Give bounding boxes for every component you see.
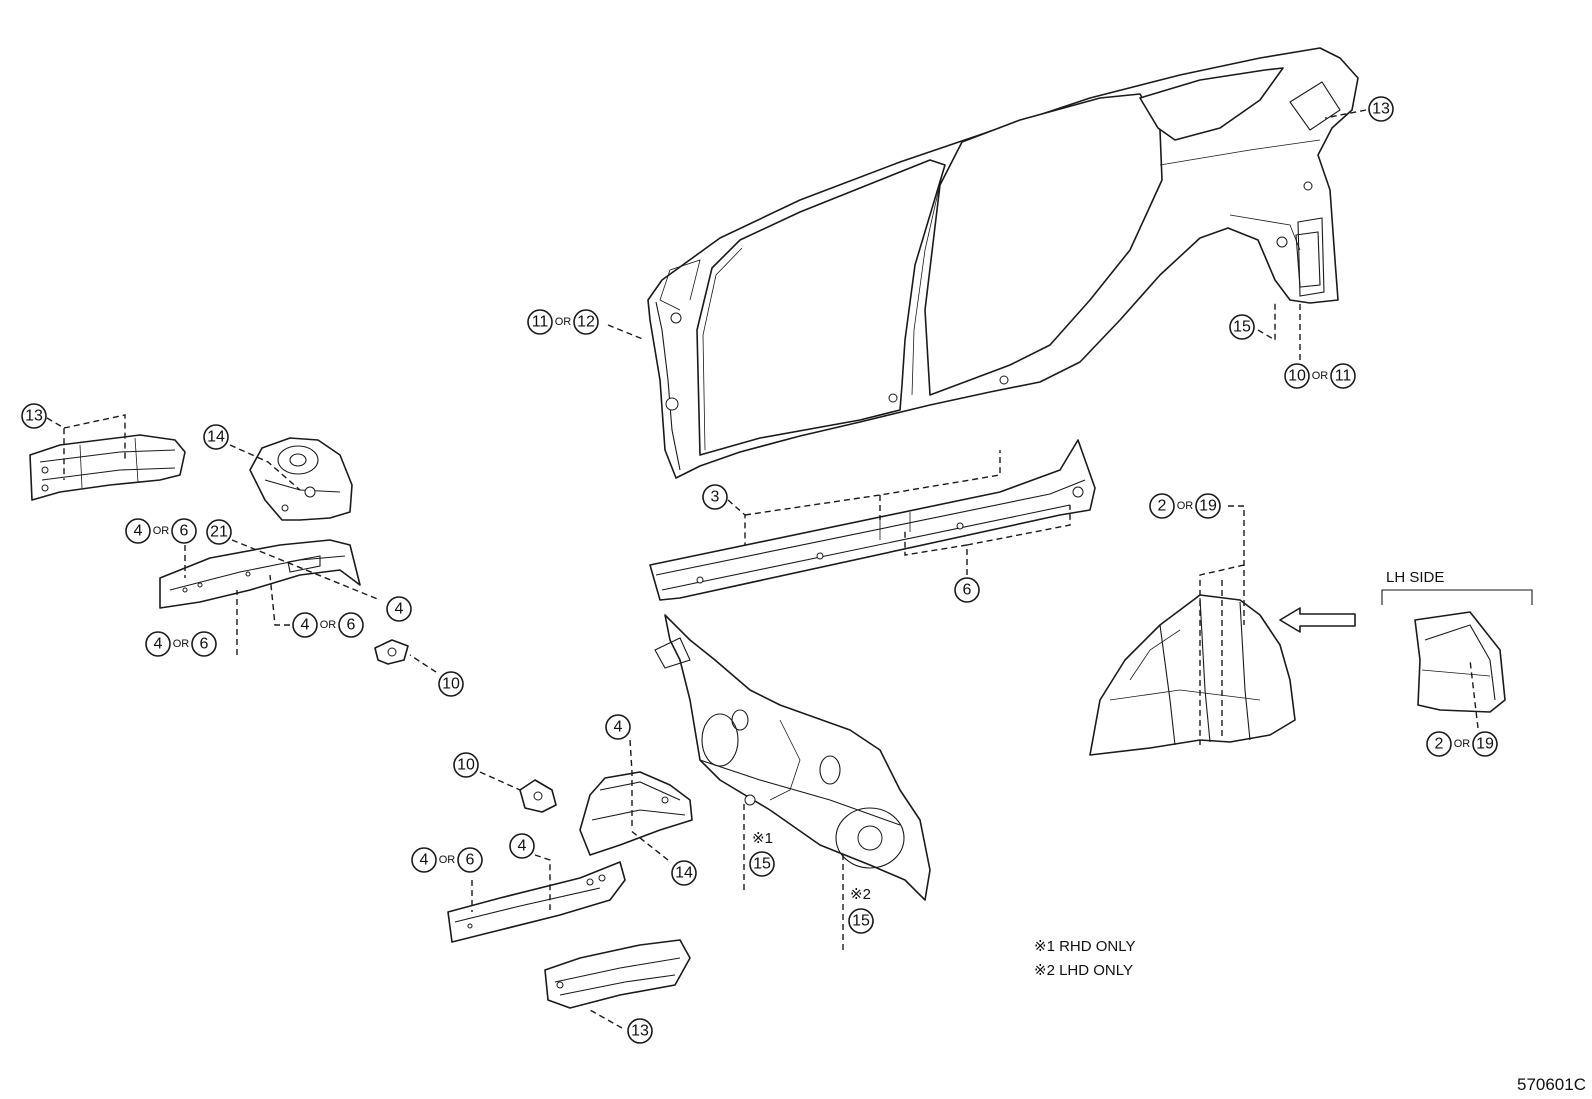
svg-text:OR: OR	[1312, 370, 1329, 382]
leader-lines	[46, 109, 1479, 1029]
callout-13-top-right[interactable]: 13	[1368, 96, 1394, 122]
front-side-member-extension	[29, 434, 186, 501]
svg-text:OR: OR	[153, 525, 170, 537]
svg-text:12: 12	[577, 314, 595, 331]
svg-text:15: 15	[753, 856, 771, 873]
crossmember-bracket-mid	[519, 779, 557, 813]
callout-6-rocker[interactable]: 6	[954, 577, 980, 603]
lh-side-arrow	[1279, 607, 1356, 633]
svg-text:15: 15	[1233, 319, 1251, 336]
callout-4-or-6-b[interactable]: 4 OR 6	[292, 612, 364, 638]
svg-text:4: 4	[395, 601, 404, 618]
svg-text:19: 19	[1476, 736, 1494, 753]
callout-14-mid[interactable]: 14	[671, 860, 697, 886]
callout-13-bottom[interactable]: 13	[627, 1018, 653, 1044]
front-fender-apron-extension	[544, 939, 691, 1009]
svg-text:OR: OR	[320, 619, 337, 631]
callout-4-or-6-c[interactable]: 4 OR 6	[145, 631, 217, 657]
diagram-code: 570601C	[1517, 1075, 1586, 1094]
callout-10-mid[interactable]: 10	[453, 752, 479, 778]
svg-text:OR: OR	[555, 316, 572, 328]
svg-text:3: 3	[711, 489, 720, 506]
mark-lhd: ※2	[850, 886, 871, 903]
crossmember-bracket-left	[374, 639, 409, 665]
svg-text:10: 10	[457, 757, 475, 774]
front-side-member	[159, 539, 361, 609]
svg-text:6: 6	[180, 523, 189, 540]
callout-4-or-6-d[interactable]: 4 OR 6	[411, 847, 483, 873]
dash-panel	[654, 614, 931, 901]
mark-rhd: ※1	[752, 830, 773, 847]
svg-text:OR: OR	[1177, 500, 1194, 512]
svg-text:4: 4	[518, 838, 527, 855]
lh-side-inner-panel	[1414, 611, 1506, 713]
svg-text:6: 6	[466, 852, 475, 869]
svg-text:4: 4	[301, 617, 310, 634]
svg-text:2: 2	[1158, 498, 1167, 515]
callout-4-or-6-a[interactable]: 4 OR 6	[125, 518, 197, 544]
svg-text:OR: OR	[1454, 738, 1471, 750]
svg-text:2: 2	[1435, 736, 1444, 753]
callout-15-rhd[interactable]: 15	[749, 851, 775, 877]
svg-text:4: 4	[420, 852, 429, 869]
svg-text:4: 4	[154, 636, 163, 653]
svg-text:11: 11	[1335, 368, 1352, 385]
svg-text:13: 13	[1372, 101, 1390, 118]
callout-4-apron[interactable]: 4	[605, 714, 631, 740]
callout-4-rail[interactable]: 4	[509, 833, 535, 859]
callout-4-right[interactable]: 4	[386, 596, 412, 622]
callout-14-left[interactable]: 14	[203, 424, 229, 450]
callout-3[interactable]: 3	[702, 484, 728, 510]
svg-text:4: 4	[134, 523, 143, 540]
front-apron	[579, 771, 693, 856]
callout-13-left[interactable]: 13	[21, 403, 47, 429]
svg-text:14: 14	[675, 865, 693, 882]
svg-text:6: 6	[200, 636, 209, 653]
lh-side-bracket	[1381, 589, 1533, 605]
note-lhd-only: ※2 LHD ONLY	[1034, 962, 1133, 979]
svg-text:11: 11	[532, 314, 549, 331]
callout-15-lhd[interactable]: 15	[848, 908, 874, 934]
callouts: 13 11 OR 12 15 10 OR 11 3 6 2 OR 19 2 OR	[21, 96, 1498, 1044]
svg-text:10: 10	[442, 676, 460, 693]
callout-11-or-12[interactable]: 11 OR 12	[527, 309, 599, 335]
svg-text:6: 6	[963, 582, 972, 599]
lh-side-label: LH SIDE	[1386, 569, 1444, 586]
svg-text:OR: OR	[173, 638, 190, 650]
callout-2-or-19-top[interactable]: 2 OR 19	[1149, 493, 1221, 519]
svg-text:13: 13	[25, 408, 43, 425]
svg-text:OR: OR	[439, 854, 456, 866]
note-rhd-only: ※1 RHD ONLY	[1034, 938, 1135, 955]
callout-10-or-11[interactable]: 10 OR 11	[1284, 363, 1356, 389]
callout-15-rear[interactable]: 15	[1229, 314, 1255, 340]
svg-text:6: 6	[347, 617, 356, 634]
quarter-wheel-house	[1089, 594, 1296, 756]
svg-text:14: 14	[207, 429, 225, 446]
svg-text:4: 4	[614, 719, 623, 736]
svg-text:21: 21	[210, 524, 228, 541]
svg-text:15: 15	[852, 913, 870, 930]
svg-text:19: 19	[1199, 498, 1217, 515]
front-suspension-tower	[249, 437, 353, 521]
callout-2-or-19-lh[interactable]: 2 OR 19	[1426, 731, 1498, 757]
front-side-member-rail	[447, 861, 626, 943]
svg-text:10: 10	[1288, 368, 1306, 385]
side-body-outer-panel	[647, 47, 1359, 479]
callout-21[interactable]: 21	[206, 519, 232, 545]
svg-text:13: 13	[631, 1023, 649, 1040]
callout-10-left[interactable]: 10	[438, 671, 464, 697]
rocker-panel	[649, 439, 1096, 601]
